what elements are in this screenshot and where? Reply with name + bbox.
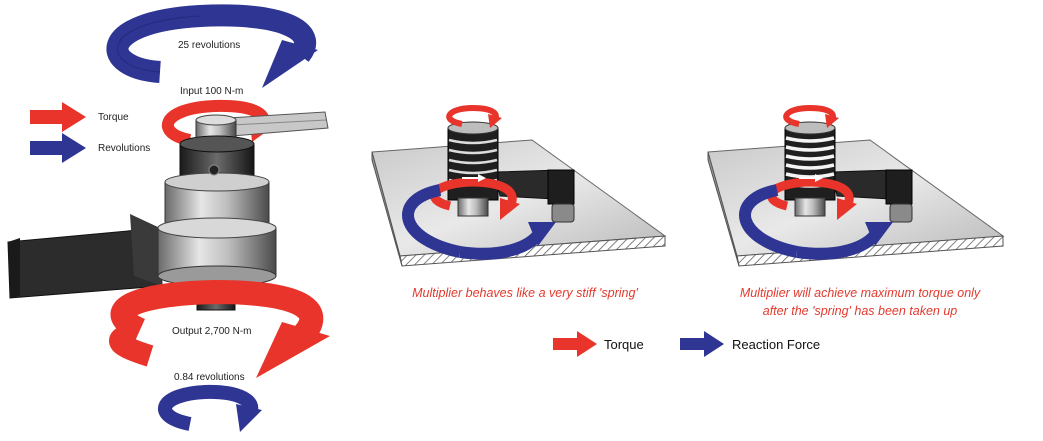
output-torque-arrow [108,279,330,378]
middle-multiplier [447,121,499,217]
input-torque-label: Input 100 N-m [180,86,244,97]
middle-output-torque-arrow [429,177,520,220]
middle-reaction-force-arrow [402,184,556,260]
torque-legend-label-left: Torque [98,112,129,123]
middle-direction-arrow [462,174,486,182]
torque-legend-arrow-bottom [553,331,597,357]
torque-multiplier-body [157,135,277,287]
top-revolutions-arrow [106,4,318,88]
right-reaction-force-arrow [739,184,893,260]
right-output-torque-arrow [766,177,857,220]
wrench-handle [227,111,329,137]
middle-caption: Multiplier behaves like a very stiff 'sp… [412,286,638,300]
right-caption-line2: after the 'spring' has been taken up [762,304,958,318]
revolutions-legend-label-left: Revolutions [98,143,151,154]
torque-legend-arrow-left [30,102,86,132]
right-direction-arrow [799,174,823,182]
torque-legend-label-bottom: Torque [604,337,644,352]
right-caption-line1: Multiplier will achieve maximum torque o… [739,286,981,300]
revolutions-legend-arrow-left [30,133,86,163]
reaction-force-legend-label-bottom: Reaction Force [732,337,821,352]
reaction-arm [7,214,163,299]
output-torque-label: Output 2,700 N-m [172,326,252,337]
reaction-force-legend-arrow-bottom [680,331,724,357]
middle-input-torque-arrow [446,104,502,128]
right-input-torque-arrow [783,104,839,128]
bottom-revolutions-arrow [158,384,262,432]
top-revolutions-label: 25 revolutions [178,40,241,51]
bottom-revolutions-label: 0.84 revolutions [174,372,245,383]
